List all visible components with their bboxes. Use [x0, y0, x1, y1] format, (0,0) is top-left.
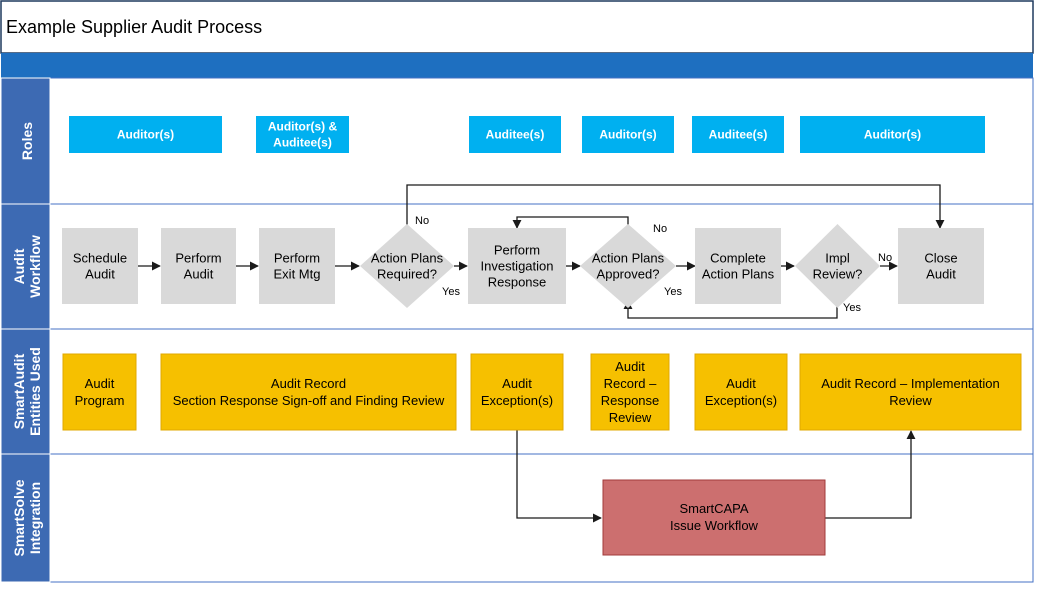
step-label: Perform: [175, 251, 221, 266]
step-label: Audit: [926, 267, 956, 282]
step-label: Approved?: [597, 267, 660, 282]
entity-box: [694, 353, 788, 431]
role-box: [582, 116, 674, 153]
branch-label-no: No: [415, 215, 429, 227]
role-label: Auditee(s): [486, 128, 545, 142]
branch-label-yes: Yes: [843, 302, 861, 314]
arrow-capa-to-impl-review: [825, 430, 916, 519]
role-box: [692, 116, 784, 153]
step-label: Required?: [377, 267, 437, 282]
branch-label-no: No: [653, 223, 667, 235]
smartcapa-box: [602, 479, 826, 556]
step-schedule: [62, 228, 138, 304]
entity-label: Review: [889, 393, 932, 408]
entity-label: Section Response Sign-off and Finding Re…: [173, 393, 445, 408]
entity-label: Exception(s): [481, 393, 553, 408]
entity-label: Audit Record: [271, 376, 346, 391]
step-investigation: [468, 228, 566, 304]
entity-label: Record –: [604, 376, 658, 391]
role-label: Auditor(s): [599, 128, 656, 142]
arrow-impl-yes-to-approved: [623, 300, 838, 319]
lane-label-text: Audit: [11, 248, 27, 284]
role-box: [256, 116, 349, 153]
role-label: Auditee(s): [709, 128, 768, 142]
entity-label: Audit: [726, 376, 756, 391]
title-bar: [0, 0, 1034, 54]
role-box: [469, 116, 561, 153]
step-label: Audit: [85, 267, 115, 282]
entity-label: Review: [609, 410, 652, 425]
lane-label-integration: [0, 453, 51, 583]
page-title: Example Supplier Audit Process: [6, 17, 262, 37]
header-band: [1, 53, 1033, 78]
lane-label-text: Entities Used: [27, 347, 43, 436]
entity-label: Exception(s): [705, 393, 777, 408]
entity-box: [470, 353, 564, 431]
lane-label-text: Roles: [19, 122, 35, 160]
step-label: Close: [924, 251, 957, 266]
arrow-required-no-to-close: [406, 184, 945, 229]
step-perform_audit: [161, 228, 236, 304]
lane-label-text: Integration: [27, 482, 43, 554]
step-complete_ap: [695, 228, 781, 304]
step-label: Investigation: [481, 259, 554, 274]
lane-label-text: SmartAudit: [11, 353, 27, 429]
role-label: Auditor(s): [864, 128, 921, 142]
entity-label: Response: [601, 393, 660, 408]
lane-label-text: SmartSolve: [11, 479, 27, 556]
step-exit_mtg: [259, 228, 335, 304]
role-label: Auditor(s) &: [268, 120, 338, 134]
lane-label-entities: [0, 328, 51, 455]
entity-box: [799, 353, 1022, 431]
decision-impl_review: [795, 224, 880, 308]
step-label: Perform: [274, 251, 320, 266]
branch-label-yes: Yes: [664, 286, 682, 298]
role-label: Auditee(s): [273, 136, 332, 150]
step-label: Response: [488, 275, 547, 290]
entity-label: Audit: [85, 376, 115, 391]
smartcapa-label: SmartCAPA: [679, 501, 748, 516]
branch-label-no: No: [878, 252, 892, 264]
entity-label: Audit: [615, 359, 645, 374]
decision-ap_required: [360, 224, 454, 308]
step-close: [898, 228, 984, 304]
step-label: Audit: [184, 267, 214, 282]
step-label: Action Plans: [371, 251, 444, 266]
step-label: Impl: [825, 251, 850, 266]
entity-label: Audit: [502, 376, 532, 391]
step-label: Perform: [494, 243, 540, 258]
step-label: Exit Mtg: [274, 267, 321, 282]
lane-label-text: Workflow: [27, 235, 43, 298]
entity-label: Audit Record – Implementation: [821, 376, 999, 391]
entity-label: Program: [75, 393, 125, 408]
entity-box: [590, 353, 670, 431]
step-label: Review?: [813, 267, 863, 282]
decision-ap_approved: [580, 224, 676, 308]
role-box: [69, 116, 222, 153]
step-label: Schedule: [73, 251, 127, 266]
role-label: Auditor(s): [117, 128, 174, 142]
entity-box: [160, 353, 457, 431]
role-box: [800, 116, 985, 153]
lane-label-roles: [0, 77, 51, 205]
entity-box: [62, 353, 137, 431]
branch-label-yes: Yes: [442, 286, 460, 298]
step-label: Complete: [710, 251, 766, 266]
smartcapa-label: Issue Workflow: [670, 518, 759, 533]
arrow-exception-to-capa: [516, 430, 602, 523]
step-label: Action Plans: [592, 251, 665, 266]
step-label: Action Plans: [702, 267, 775, 282]
